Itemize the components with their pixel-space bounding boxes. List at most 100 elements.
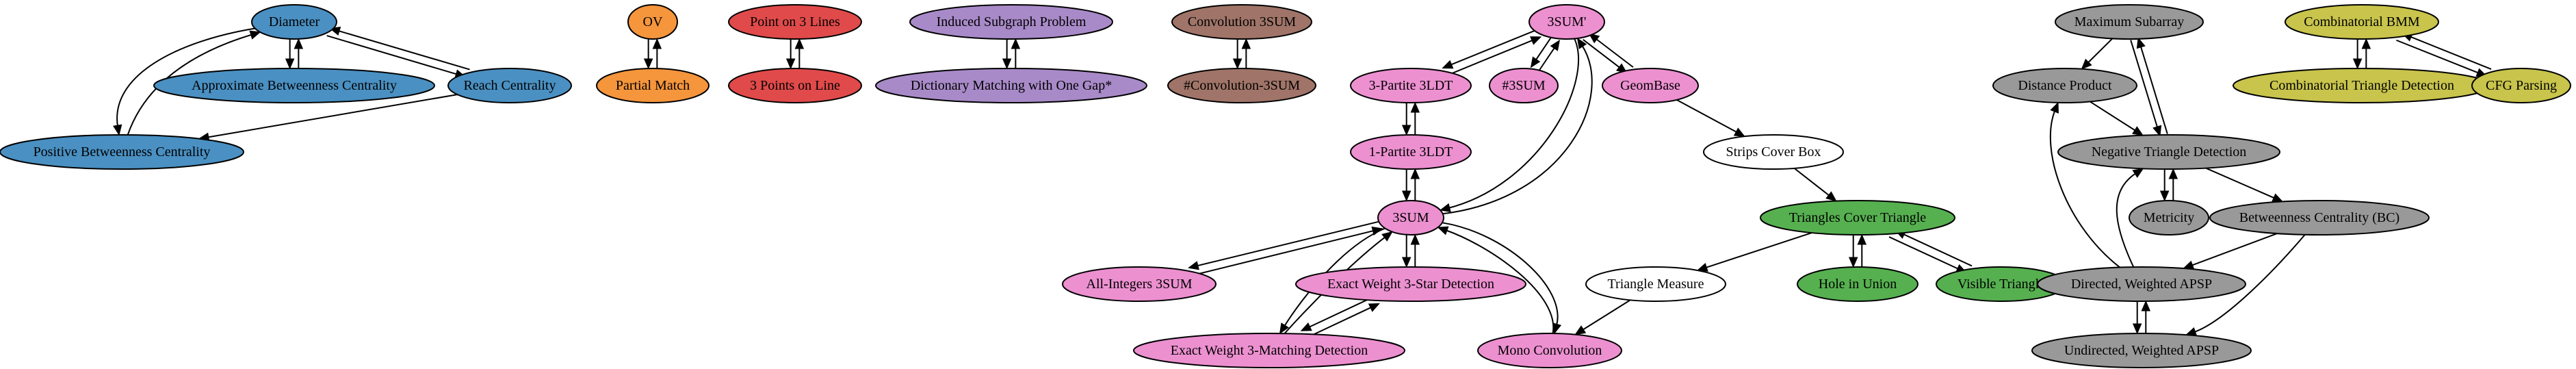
edge-monoconv-to-sum3-arrowhead <box>1437 226 1449 236</box>
node-negtri-ellipse <box>2057 134 2280 170</box>
node-dict-ellipse <box>875 68 1147 103</box>
node-strips-ellipse <box>1703 134 1844 170</box>
edge-geombase-to-strips-arrowhead <box>1733 127 1745 137</box>
node-pts3line-ellipse <box>728 68 862 103</box>
node-sum3p-label: 3SUM' <box>1548 14 1587 29</box>
node-pos-bc-ellipse <box>0 134 244 170</box>
edge-sum3-to-sum3p-arrowhead <box>1576 37 1587 49</box>
edge-sum3-to-sum3p <box>1442 44 1593 215</box>
node-combbmm: Combinatorial BMM <box>2285 4 2439 40</box>
edge-combbmm-to-cfg <box>2396 39 2480 74</box>
node-combbmm-ellipse <box>2285 4 2439 40</box>
node-strips: Strips Cover Box <box>1703 134 1844 170</box>
edge-combbmm-to-combtri-arrowhead <box>2352 58 2363 70</box>
node-distprod: Distance Product <box>1992 68 2137 103</box>
node-pos-bc: Positive Betweenness Centrality <box>0 134 244 170</box>
node-geombase: GeomBase <box>1602 68 1699 103</box>
edge-dict-to-induced-arrowhead <box>1011 38 1021 49</box>
node-metricity: Metricity <box>2129 200 2209 236</box>
node-distprod-label: Distance Product <box>2018 78 2112 93</box>
edge-tri3ldt-to-one3ldt-arrowhead <box>1401 125 1411 136</box>
node-ov-label: OV <box>643 14 663 29</box>
node-ew3match: Exact Weight 3-Matching Detection <box>1133 333 1405 368</box>
edge-sharp3sum-to-sum3p <box>1537 47 1556 72</box>
edge-reach-to-pos-bc <box>207 94 458 138</box>
node-monoconv-label: Mono Convolution <box>1498 343 1602 358</box>
edge-diameter-to-reach <box>326 35 458 75</box>
edge-cfg-to-combbmm <box>2409 36 2492 70</box>
node-geombase-ellipse <box>1602 68 1699 103</box>
edge-maxsub-to-negtri-arrowhead <box>2152 125 2162 137</box>
edge-geombase-to-sum3p <box>1595 38 1634 68</box>
edge-dirapsp-to-distprod-arrowhead <box>2050 101 2059 114</box>
node-allint-ellipse <box>1062 266 1217 302</box>
edge-ew3star-to-ew3match <box>1308 296 1373 329</box>
edge-pos-bc-to-diameter <box>127 34 253 136</box>
node-approx-bc: Approximate Betweenness Centrality <box>153 68 435 103</box>
node-ew3star-label: Exact Weight 3-Star Detection <box>1327 277 1494 292</box>
edge-bc-to-dirapsp <box>2191 233 2278 266</box>
node-sharp3sum-label: #3SUM <box>1502 78 1546 93</box>
edge-pts3line-to-p3lines-arrowhead <box>794 38 805 49</box>
node-trimeas: Triangle Measure <box>1585 266 1726 302</box>
edge-undirapsp-to-dirapsp-arrowhead <box>2141 300 2151 311</box>
node-diameter-ellipse <box>251 4 337 40</box>
node-conv3sum-ellipse <box>1171 4 1312 40</box>
edge-negtri-to-bc <box>2205 167 2276 199</box>
edge-sum3p-to-tri3ldt-arrowhead <box>1442 60 1454 69</box>
node-sharp3sum-ellipse <box>1489 68 1559 103</box>
edge-strips-to-tricover <box>1793 168 1830 197</box>
node-hole: Hole in Union <box>1797 266 1918 302</box>
edge-maxsub-to-distprod-arrowhead <box>2081 58 2092 70</box>
edge-metricity-to-negtri-arrowhead <box>2168 168 2178 179</box>
node-cfg-label: CFG Parsing <box>2486 78 2557 93</box>
node-allint-label: All-Integers 3SUM <box>1087 277 1193 292</box>
edge-trimeas-to-monoconv <box>1581 299 1631 331</box>
edge-pos-bc-to-diameter-arrowhead <box>249 30 261 40</box>
edge-sharp3sum-to-sum3p-arrowhead <box>1550 39 1561 51</box>
node-trimeas-label: Triangle Measure <box>1608 277 1704 292</box>
node-sharpconv: #Convolution-3SUM <box>1167 68 1316 103</box>
node-partial: Partial Match <box>596 68 710 103</box>
edge-diameter-to-pos-bc-arrowhead <box>113 124 122 136</box>
node-p3lines-ellipse <box>728 4 862 40</box>
edge-ew3match-to-ew3star-arrowhead <box>1368 303 1380 312</box>
node-sum3p: 3SUM' <box>1528 4 1605 40</box>
node-tri3ldt-ellipse <box>1350 68 1472 103</box>
node-geombase-label: GeomBase <box>1620 78 1680 93</box>
node-tricover: Triangles Cover Triangle <box>1760 200 1955 236</box>
node-dirapsp-ellipse <box>2037 266 2246 302</box>
node-visible: Visible Triangle <box>1936 266 2067 302</box>
edge-tricover-to-trimeas <box>1705 232 1812 269</box>
node-bc-ellipse <box>2209 200 2430 236</box>
edge-ew3match-to-ew3star <box>1307 306 1372 338</box>
node-monoconv: Mono Convolution <box>1477 333 1622 368</box>
node-maxsub-label: Maximum Subarray <box>2074 14 2185 29</box>
node-tri3ldt: 3-Partite 3LDT <box>1350 68 1472 103</box>
node-tricover-label: Triangles Cover Triangle <box>1789 210 1927 225</box>
edge-distprod-to-negtri <box>2090 101 2137 132</box>
node-p3lines: Point on 3 Lines <box>728 4 862 40</box>
edge-maxsub-to-distprod <box>2087 38 2113 64</box>
edge-ew3match-to-sum3-arrowhead <box>1381 231 1393 242</box>
node-hole-label: Hole in Union <box>1819 277 1897 292</box>
edge-sharpconv-to-conv3sum-arrowhead <box>1241 38 1251 49</box>
node-tricover-ellipse <box>1760 200 1955 236</box>
edge-one3ldt-to-tri3ldt-arrowhead <box>1410 101 1420 113</box>
edge-sum3-to-ew3star-arrowhead <box>1401 257 1411 268</box>
node-tri3ldt-label: 3-Partite 3LDT <box>1369 78 1453 93</box>
edge-reach-to-diameter <box>337 29 470 71</box>
edge-sum3-to-one3ldt-arrowhead <box>1410 168 1420 179</box>
node-ew3star: Exact Weight 3-Star Detection <box>1295 266 1526 302</box>
node-induced: Induced Subgraph Problem <box>909 4 1113 40</box>
edge-negtri-to-maxsub <box>2139 45 2168 134</box>
node-one3ldt-ellipse <box>1350 134 1472 170</box>
edge-negtri-to-maxsub-arrowhead <box>2136 37 2146 49</box>
node-distprod-ellipse <box>1992 68 2137 103</box>
node-sum3-ellipse <box>1377 200 1444 236</box>
node-pts3line-label: 3 Points on Line <box>750 78 840 93</box>
node-metricity-label: Metricity <box>2144 210 2194 225</box>
node-trimeas-ellipse <box>1585 266 1726 302</box>
node-one3ldt-label: 1-Partite 3LDT <box>1369 144 1453 160</box>
